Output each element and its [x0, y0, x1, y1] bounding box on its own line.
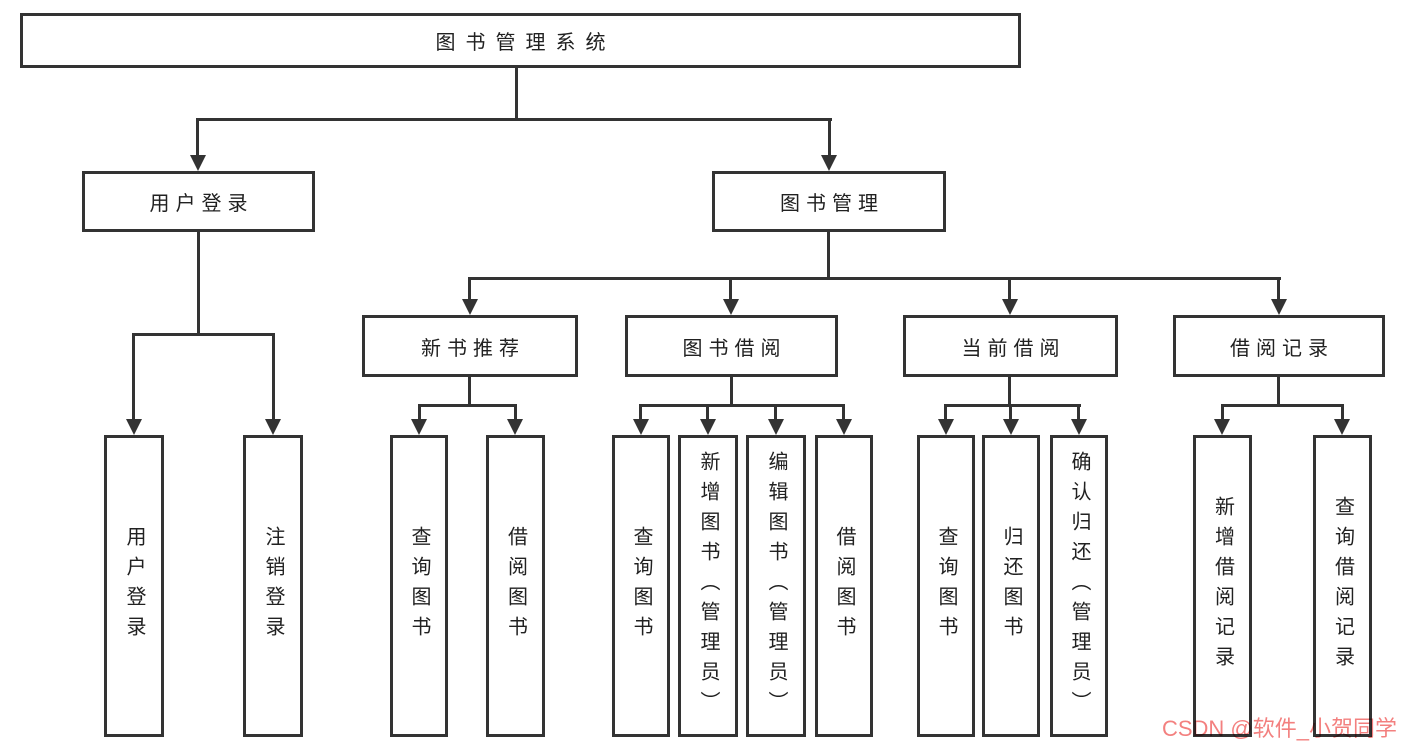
connector-drop-leaf: [418, 404, 421, 421]
connector-current-horizontal: [944, 404, 1081, 407]
leaf-borrow-book: 借阅图书: [815, 435, 873, 737]
arrow-down-icon: [462, 299, 478, 315]
node-book-management-label: 图书管理: [780, 193, 884, 215]
connector-drop-current-borrow: [1008, 277, 1011, 302]
leaf-borrow-book-recommend: 借阅图书: [486, 435, 545, 737]
leaf-user-login-label: 用户登录: [123, 526, 145, 646]
arrow-down-icon: [507, 419, 523, 435]
connector-records-stem: [1277, 375, 1280, 406]
csdn-watermark: CSDN @软件_小贺同学: [1161, 716, 1397, 741]
arrow-down-icon: [126, 419, 142, 435]
leaf-add-book-admin-label: 新增图书（管理员）: [697, 451, 719, 721]
connector-drop-leaf: [1341, 404, 1344, 421]
connector-drop-leaf: [1009, 404, 1012, 421]
leaf-add-borrow-record-label: 新增借阅记录: [1211, 496, 1234, 676]
arrow-down-icon: [938, 419, 954, 435]
connector-bookmgmt-stem: [827, 230, 830, 279]
connector-current-stem: [1008, 375, 1011, 406]
arrow-down-icon: [768, 419, 784, 435]
node-root: 图书管理系统: [20, 13, 1021, 68]
leaf-confirm-return-admin: 确认归还（管理员）: [1050, 435, 1108, 737]
arrow-down-icon: [1002, 299, 1018, 315]
arrow-down-icon: [700, 419, 716, 435]
node-current-borrow: 当前借阅: [903, 315, 1118, 377]
arrow-down-icon: [411, 419, 427, 435]
connector-drop-leaf: [774, 404, 777, 421]
node-book-borrow: 图书借阅: [625, 315, 838, 377]
connector-drop-new-book-recommend: [468, 277, 471, 302]
connector-drop-book-borrow: [729, 277, 732, 302]
connector-drop-book-management: [828, 118, 831, 157]
leaf-return-book-label: 归还图书: [1000, 526, 1022, 646]
leaf-query-book-recommend-label: 查询图书: [408, 526, 430, 646]
connector-drop-leaf: [1077, 404, 1080, 421]
leaf-logout-label: 注销登录: [262, 526, 284, 646]
arrow-down-icon: [1071, 419, 1087, 435]
arrow-down-icon: [265, 419, 281, 435]
node-user-login-label: 用户登录: [149, 193, 254, 215]
leaf-logout: 注销登录: [243, 435, 303, 737]
connector-recommend-stem: [468, 375, 471, 406]
node-current-borrow-label: 当前借阅: [961, 337, 1066, 360]
connector-recommend-horizontal: [418, 404, 517, 407]
leaf-query-book-current-label: 查询图书: [935, 526, 957, 646]
leaf-query-book-borrow: 查询图书: [612, 435, 670, 737]
connector-root-horizontal: [196, 118, 832, 121]
connector-drop-leaf: [514, 404, 517, 421]
leaf-query-book-current: 查询图书: [917, 435, 975, 737]
leaf-confirm-return-admin-label: 确认归还（管理员）: [1068, 451, 1090, 721]
connector-drop-leaf: [842, 404, 845, 421]
leaf-return-book: 归还图书: [982, 435, 1040, 737]
node-user-login: 用户登录: [82, 171, 315, 232]
leaf-query-book-recommend: 查询图书: [390, 435, 448, 737]
node-new-book-recommend: 新书推荐: [362, 315, 578, 377]
connector-root-stem: [515, 68, 518, 121]
connector-userlogin-horizontal: [132, 333, 275, 336]
connector-drop-borrow-records: [1277, 277, 1280, 302]
connector-drop-leaf: [706, 404, 709, 421]
connector-drop-leaf-logout: [272, 333, 275, 421]
leaf-add-book-admin: 新增图书（管理员）: [678, 435, 738, 737]
connector-borrow-horizontal: [639, 404, 845, 407]
leaf-borrow-book-label: 借阅图书: [833, 526, 855, 646]
connector-records-horizontal: [1221, 404, 1344, 407]
leaf-edit-book-admin: 编辑图书（管理员）: [746, 435, 806, 737]
arrow-down-icon: [1003, 419, 1019, 435]
connector-drop-user-login: [196, 118, 199, 157]
arrow-down-icon: [723, 299, 739, 315]
arrow-down-icon: [190, 155, 206, 171]
node-new-book-recommend-label: 新书推荐: [421, 337, 525, 360]
arrow-down-icon: [633, 419, 649, 435]
arrow-down-icon: [836, 419, 852, 435]
connector-drop-leaf: [1221, 404, 1224, 421]
connector-drop-leaf-user-login: [132, 333, 135, 421]
connector-borrow-stem: [730, 375, 733, 406]
leaf-user-login: 用户登录: [104, 435, 164, 737]
node-book-management: 图书管理: [712, 171, 946, 232]
leaf-query-borrow-record: 查询借阅记录: [1313, 435, 1372, 737]
leaf-query-book-borrow-label: 查询图书: [630, 526, 652, 646]
arrow-down-icon: [1334, 419, 1350, 435]
leaf-add-borrow-record: 新增借阅记录: [1193, 435, 1252, 737]
node-root-label: 图书管理系统: [435, 32, 616, 54]
connector-drop-leaf: [944, 404, 947, 421]
leaf-edit-book-admin-label: 编辑图书（管理员）: [765, 451, 787, 721]
leaf-borrow-book-recommend-label: 借阅图书: [504, 526, 527, 646]
connector-userlogin-stem: [197, 230, 200, 336]
leaf-query-borrow-record-label: 查询借阅记录: [1331, 496, 1354, 676]
arrow-down-icon: [1271, 299, 1287, 315]
connector-drop-leaf: [639, 404, 642, 421]
node-borrow-records: 借阅记录: [1173, 315, 1385, 377]
arrow-down-icon: [821, 155, 837, 171]
node-borrow-records-label: 借阅记录: [1230, 337, 1334, 360]
connector-bookmgmt-horizontal: [468, 277, 1281, 280]
node-book-borrow-label: 图书借阅: [682, 337, 787, 360]
arrow-down-icon: [1214, 419, 1230, 435]
